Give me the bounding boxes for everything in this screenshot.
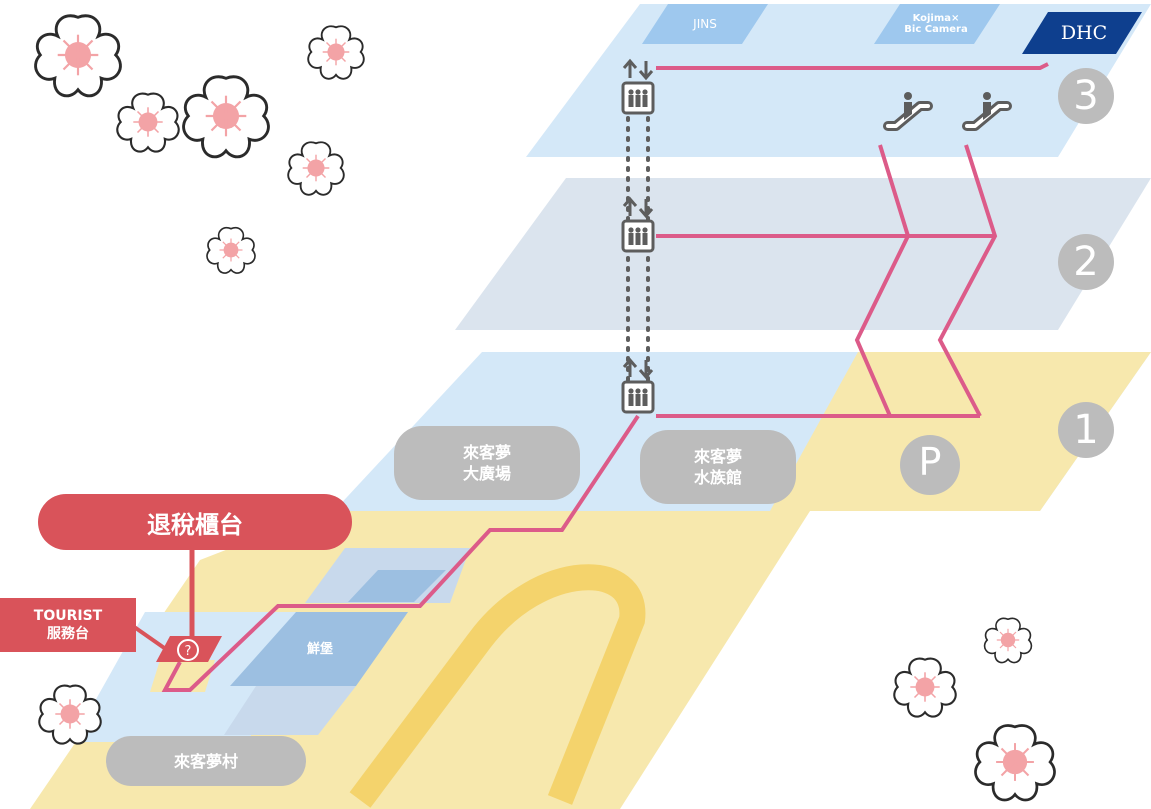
sakura-icon [206,226,256,274]
tourist-desk-label-line2: 服務台 [47,626,89,642]
tax-refund-counter-banner[interactable]: 退稅櫃台 [38,494,352,550]
parking-label: P [918,440,942,484]
tourist-desk-label-line1: TOURIST [33,608,103,624]
sakura-icon [116,92,180,153]
floor-1-number[interactable]: 1 [1058,402,1114,458]
floor-1-slab-yellow [770,352,1151,511]
kojima-text-line2: Bic Camera [904,24,968,35]
question-icon [177,639,199,661]
sakura-icon [307,25,365,80]
kojima-text-line1: Kojima× [912,13,960,24]
sakura-icon [893,657,957,718]
fresh-label: 鮮堡 [306,642,333,657]
parking-icon [900,435,960,495]
floor-2-slab [455,178,1151,330]
kojima-label: Kojima× Bic Camera [892,8,980,40]
aquarium-label-line2: 水族館 [693,468,742,487]
jins-shop-block [642,4,768,44]
jins-text: JINS [693,16,717,31]
plaza-label-line2: 大廣場 [462,464,511,483]
dhc-text: DHC [1060,21,1108,44]
aquarium-label-line1: 來客夢 [693,447,742,466]
sakura-icon [983,617,1033,664]
sakura-icon [974,724,1056,802]
route-path [161,62,1049,692]
ground-blue-block-lower [224,686,356,735]
sakura-icon [34,14,122,98]
ground-dark-block [348,570,446,602]
floor-3-number[interactable]: 3 [1058,68,1114,124]
village-label: 來客夢村 [173,751,238,771]
svg-text:?: ? [185,644,192,659]
sakura-icon [287,141,345,196]
tourist-desk-box[interactable]: TOURIST 服務台 [0,598,136,652]
dhc-shop-block [1022,12,1142,54]
sakura-icon [182,75,270,159]
jins-label: JINS [668,12,742,36]
aquarium-pill[interactable]: 來客夢 水族館 [640,430,796,504]
floor-2-number[interactable]: 2 [1058,234,1114,290]
tax-refund-counter-label: 退稅櫃台 [147,510,243,539]
village-pill[interactable]: 來客夢村 [106,736,306,786]
kojima-shop-block [874,4,1000,44]
plaza-pill[interactable]: 來客夢 大廣場 [394,426,580,500]
plaza-label-line1: 來客夢 [462,443,511,462]
arch-walkway [349,564,646,808]
dhc-label: DHC [1046,14,1122,52]
fresh-shop-block [230,612,408,686]
